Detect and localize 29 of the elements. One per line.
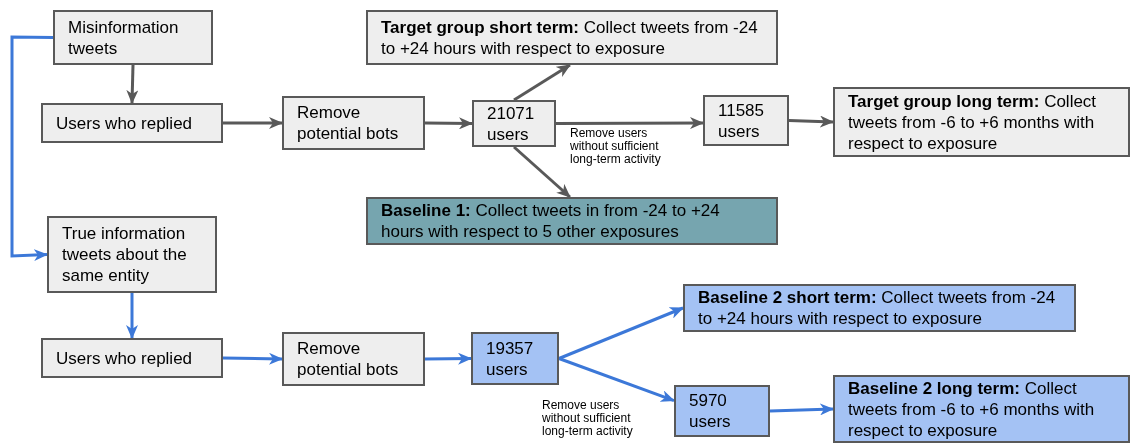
arrow [223,117,283,129]
arrow [126,293,138,339]
process-box: 21071 users [472,100,556,147]
process-box: 5970 users [674,385,770,437]
arrow [425,352,472,365]
arrow [769,403,834,416]
process-box: Baseline 1: Collect tweets in from -24 to +24 hours with respect to 5 other exposures [366,197,778,245]
process-box: Remove potential bots [282,332,425,386]
process-box: Misinformation tweets [53,10,213,65]
arrow [558,357,675,402]
arrow [513,63,571,102]
arrow [558,306,684,360]
process-box: Target group short term: Collect tweets from -24 to +24 hours with respect to exposure [366,10,778,65]
arrow [556,117,704,130]
process-box: Users who replied [41,103,223,143]
process-box: Baseline 2 long term: Collect tweets from -6 to +6 months with respect to exposure [833,375,1130,443]
process-box: Users who replied [41,338,223,378]
arrow [788,115,834,128]
arrow [425,117,473,130]
process-box: 11585 users [703,95,789,146]
process-box: True information tweets about the same entity [47,216,217,293]
arrow [126,64,139,104]
arrow [222,352,283,365]
arrow [513,145,571,199]
process-box: Remove potential bots [282,96,425,150]
process-box: Target group long term: Collect tweets from -6 to +6 months with respect to exposure [833,87,1130,157]
process-box: 19357 users [471,332,559,385]
process-box: Baseline 2 short term: Collect tweets from -24 to +24 hours with respect to exposure [683,284,1076,332]
arrow [10,35,53,262]
